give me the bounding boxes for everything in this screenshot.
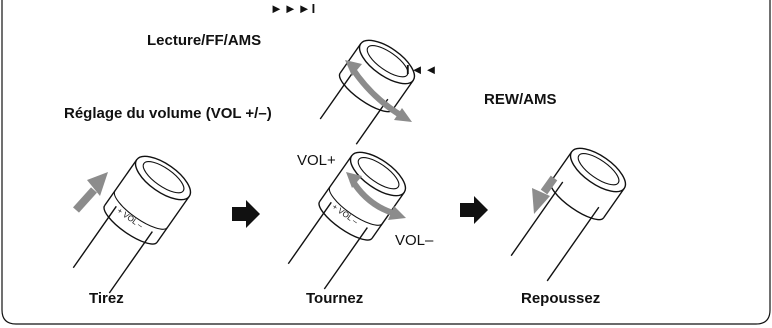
step-label-tournez: Tournez [306, 290, 364, 307]
rotate-arrow-top-head2 [394, 108, 412, 122]
knob-tirez [72, 146, 199, 294]
rew-symbol: I◄◄ [406, 62, 439, 77]
play-label: Lecture/FF/AMS [147, 32, 262, 49]
knob-repoussez [510, 138, 634, 282]
play-symbols: ►►►I [270, 1, 317, 16]
rotate-arrow-vol-head2 [388, 206, 406, 220]
rew-label: REW/AMS [484, 91, 557, 108]
rotate-arrow-top [349, 66, 404, 119]
push-arrow-head [532, 188, 550, 214]
push-arrow-shaft [540, 175, 558, 195]
pull-arrow-head [87, 172, 108, 196]
step-label-tirez: Tirez [89, 290, 124, 307]
step-label-repoussez: Repoussez [521, 290, 601, 307]
pull-arrow-shaft [73, 187, 97, 213]
top-knob [319, 30, 423, 145]
step-arrow-1 [232, 200, 260, 228]
volume-heading: Réglage du volume (VOL +/–) [64, 105, 272, 122]
vol-plus-label: VOL+ [297, 152, 336, 169]
rotate-arrow-top-head1 [345, 60, 362, 76]
rotate-arrow-vol-head1 [346, 172, 362, 188]
vol-minus-label: VOL– [395, 232, 434, 249]
step-arrow-2 [460, 196, 488, 224]
